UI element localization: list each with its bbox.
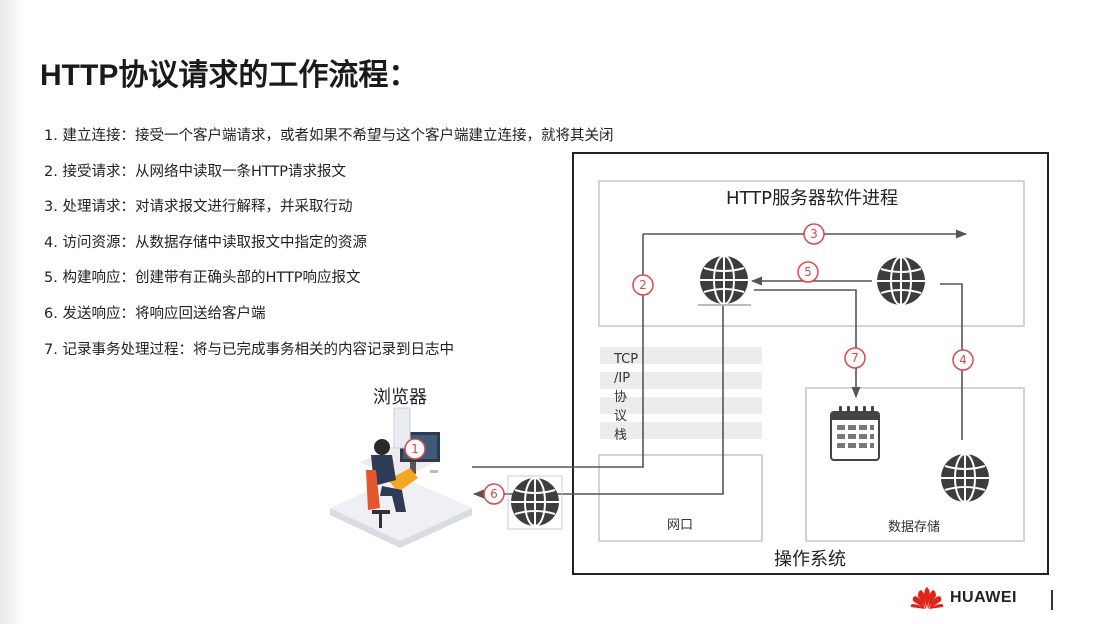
step-item: 7. 记录事务处理过程：将与已完成事务相关的内容记录到日志中 — [44, 341, 454, 358]
network-port-label: 网口 — [667, 518, 693, 533]
step-marker-7: 7 — [844, 347, 866, 369]
step-item: 1. 建立连接：接受一个客户端请求，或者如果不希望与这个客户端建立连接，就将其关… — [44, 128, 614, 144]
step-item: 3. 处理请求：对请求报文进行解释，并采取行动 — [44, 199, 353, 216]
data-storage-label: 数据存储 — [888, 520, 940, 535]
globe-icon — [940, 453, 990, 503]
tcp-label-line: 议 — [614, 409, 628, 424]
calendar-log-icon — [830, 406, 880, 461]
tcp-label-line: 协 — [614, 390, 628, 405]
step-marker-2-label: 2 — [639, 278, 647, 292]
browser-label: 浏览器 — [373, 387, 427, 408]
footer-divider — [1051, 590, 1053, 610]
step-marker-3: 3 — [803, 223, 825, 245]
step-marker-1: 1 — [404, 438, 426, 460]
request-path-line — [472, 234, 644, 468]
step-marker-5-label: 5 — [804, 265, 812, 279]
workflow-steps-list: 1. 建立连接：接受一个客户端请求，或者如果不希望与这个客户端建立连接，就将其关… — [44, 124, 613, 373]
step-item: 2. 接受请求：从网络中读取一条HTTP请求报文 — [44, 163, 347, 180]
browser-user-illustration — [330, 407, 472, 548]
page-title: HTTP协议请求的工作流程： — [40, 59, 419, 92]
step-item: 5. 构建响应：创建带有正确头部的HTTP响应报文 — [44, 270, 361, 287]
step-marker-6-label: 6 — [490, 487, 498, 501]
os-label: 操作系统 — [774, 549, 846, 570]
tcp-label-line: TCP — [614, 352, 639, 367]
data-storage-box — [805, 387, 1025, 542]
globe-icon — [699, 255, 749, 305]
left-edge-shade — [0, 0, 26, 624]
step-item: 6. 发送响应：将响应回送给客户端 — [44, 305, 266, 322]
tcp-label-line: /IP — [614, 371, 631, 386]
tcp-ip-stack-label: TCP /IP 协 议 栈 — [600, 350, 640, 445]
globe-icon — [510, 477, 560, 527]
step-marker-7-label: 7 — [851, 351, 859, 365]
huawei-logo-text: HUAWEI — [950, 589, 1017, 606]
step-marker-2: 2 — [632, 274, 654, 296]
resource-path-line — [940, 283, 963, 440]
step-marker-4: 4 — [952, 349, 974, 371]
step-marker-5: 5 — [797, 261, 819, 283]
server-process-label: HTTP服务器软件进程 — [726, 188, 898, 209]
step-item: 4. 访问资源：从数据存储中读取报文中指定的资源 — [44, 234, 367, 251]
huawei-flower-icon — [910, 587, 944, 609]
network-port-box — [598, 454, 763, 542]
server-process-box — [598, 180, 1025, 327]
tcp-label-line: 栈 — [614, 428, 628, 443]
step-marker-3-label: 3 — [810, 227, 818, 241]
step-marker-4-label: 4 — [959, 353, 967, 367]
globe-icon — [876, 256, 926, 306]
huawei-logo: HUAWEI — [910, 585, 1017, 611]
tcp-ip-stack — [600, 347, 762, 439]
step-marker-1-label: 1 — [411, 442, 419, 456]
step-marker-6: 6 — [483, 483, 505, 505]
